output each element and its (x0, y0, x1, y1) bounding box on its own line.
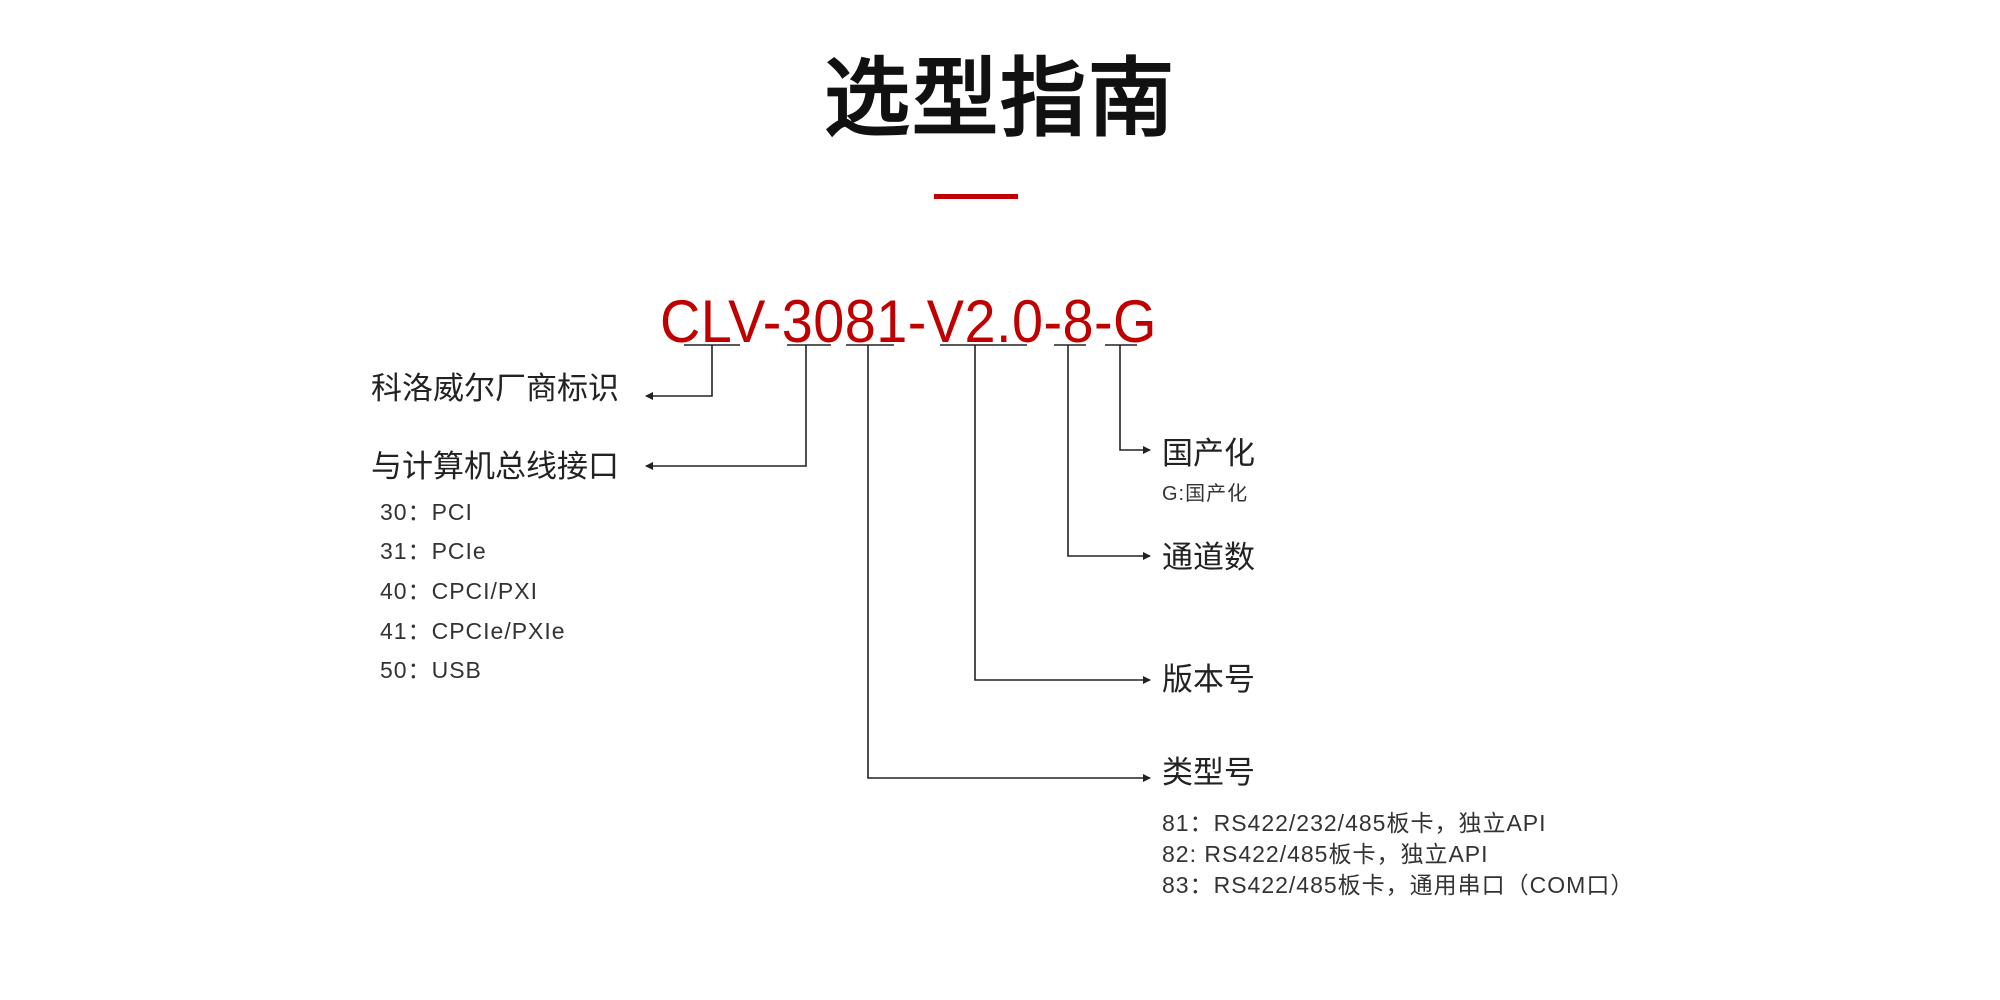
bus-option: 40：CPCI/PXI (380, 578, 538, 604)
model-number: CLV-3081-V2.0-8-G (660, 288, 1157, 355)
bus-interface-label: 与计算机总线接口 (371, 449, 619, 484)
bus-option: 31：PCIe (380, 538, 487, 564)
type-option: 81：RS422/232/485板卡，独立API (1162, 810, 1547, 836)
domestic-connector-arrow (1119, 345, 1151, 454)
version-label: 版本号 (1162, 662, 1255, 697)
type-option: 82: RS422/485板卡，独立API (1162, 841, 1489, 867)
bus-option: 50：USB (380, 657, 482, 683)
vendor-connector-arrow (645, 345, 713, 400)
type-connector-arrow (867, 345, 1151, 782)
bus-connector-arrow (645, 345, 807, 470)
vendor-label: 科洛威尔厂商标识 (371, 371, 619, 406)
version-connector-arrow (974, 345, 1151, 684)
page-title: 选型指南 (824, 51, 1176, 147)
domestic-label: 国产化 (1162, 436, 1255, 471)
domestic-note: G:国产化 (1162, 483, 1249, 505)
bus-option: 30：PCI (380, 499, 473, 525)
type-label: 类型号 (1162, 755, 1255, 790)
type-option: 83：RS422/485板卡，通用串口（COM口） (1162, 872, 1635, 898)
channels-label: 通道数 (1162, 540, 1255, 575)
bus-option: 41：CPCIe/PXIe (380, 618, 566, 644)
title-underline-divider (934, 194, 1018, 199)
channels-connector-arrow (1067, 345, 1151, 560)
